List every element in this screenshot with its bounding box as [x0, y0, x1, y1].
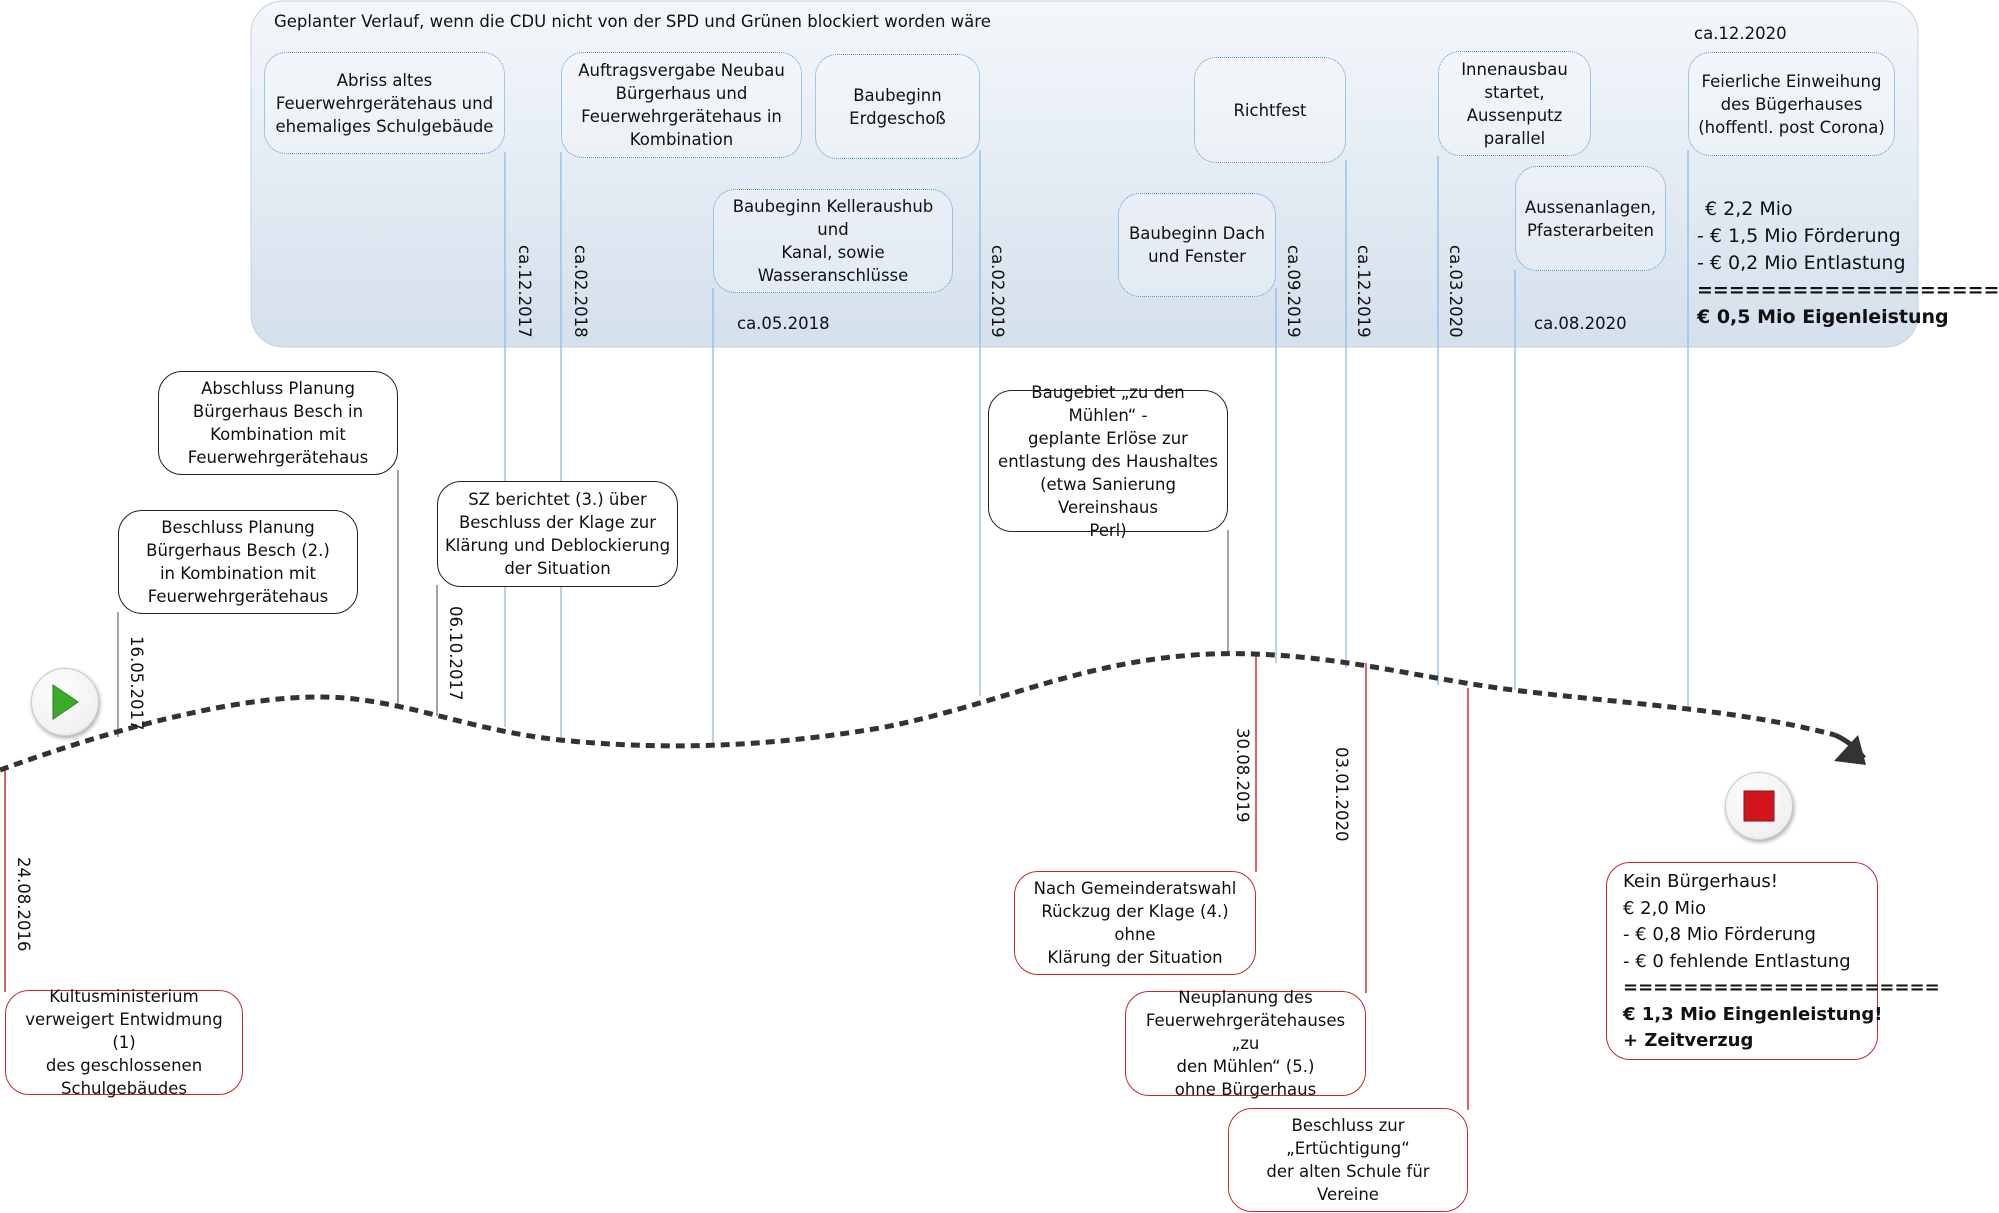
plan-summary-eigenleistung: € 0,5 Mio Eigenleistung — [1697, 306, 1949, 328]
diagram-canvas — [0, 0, 1919, 1110]
plan-date-03-2020: ca.03.2020 — [1446, 245, 1465, 338]
timeline-date-2016: 24.08.2016 — [14, 857, 33, 952]
plan-box-einweihung: Feierliche Einweihung des Bügerhauses (h… — [1688, 52, 1895, 156]
timeline-date-2019-08: 30.08.2019 — [1233, 728, 1252, 823]
event-box-beschluss-planung: Beschluss Planung Bürgerhaus Besch (2.) … — [118, 510, 358, 614]
result-eigenleistung: € 1,3 Mio Eingenleistung! — [1623, 1003, 1883, 1025]
timeline-arrow-tip — [1834, 735, 1866, 765]
plan-box-baubeginn-erdgeschoss: Baubeginn Erdgeschoß — [815, 54, 980, 159]
event-box-abschluss-planung: Abschluss Planung Bürgerhaus Besch in Ko… — [158, 371, 398, 475]
black-connectors — [117, 470, 1229, 737]
plan-date-12-2017: ca.12.2017 — [515, 245, 534, 338]
plan-date-02-2019: ca.02.2019 — [988, 245, 1007, 338]
event-box-ertuechtigung: Beschluss zur „Ertüchtigung“ der alten S… — [1228, 1108, 1468, 1212]
plan-date-05-2018: ca.05.2018 — [737, 314, 830, 333]
plan-summary-total: € 2,2 Mio — [1705, 198, 1793, 220]
plan-box-auftragsvergabe: Auftragsvergabe Neubau Bürgerhaus und Fe… — [561, 52, 802, 158]
plan-date-08-2020: ca.08.2020 — [1534, 314, 1627, 333]
plan-title: Geplanter Verlauf, wenn die CDU nicht vo… — [274, 12, 991, 31]
result-total: € 2,0 Mio — [1623, 897, 1707, 919]
result-zeitverzug: + Zeitverzug — [1623, 1030, 1754, 1051]
timeline-date-2017-05: 16.05.2017 — [127, 636, 146, 731]
plan-box-aussenanlagen: Aussenanlagen, Pfasterarbeiten — [1515, 166, 1666, 271]
event-box-kultusministerium: Kultusministerium verweigert Entwidmung … — [5, 987, 243, 1098]
event-box-rueckzug-klage: Nach Gemeinderatswahl Rückzug der Klage … — [1014, 871, 1256, 975]
plan-box-abriss: Abriss altes Feuerwehrgerätehaus und ehe… — [264, 52, 505, 154]
event-box-baugebiet-muehlen: Baugebiet „zu den Mühlen“ - geplante Erl… — [988, 383, 1228, 540]
plan-box-kelleraushub: Baubeginn Kelleraushub und Kanal, sowie … — [713, 189, 953, 293]
plan-panel — [250, 0, 1919, 348]
plan-date-12-2019: ca.12.2019 — [1354, 245, 1373, 338]
plan-summary-separator: =================== — [1697, 279, 1999, 301]
timeline-date-2017-10: 06.10.2017 — [446, 606, 465, 701]
plan-summary-entlastung: - € 0,2 Mio Entlastung — [1697, 252, 1906, 274]
result-box: Kein Bürgerhaus! € 2,0 Mio - € 0,8 Mio För… — [1606, 862, 1940, 1060]
plan-date-02-2018: ca.02.2018 — [571, 245, 590, 338]
red-connectors — [4, 656, 1469, 1110]
timeline-date-2020-01: 03.01.2020 — [1332, 747, 1351, 842]
timeline-curve — [0, 651, 1836, 773]
play-icon — [31, 668, 99, 736]
stop-icon — [1725, 772, 1793, 840]
plan-box-innenausbau: Innenausbau startet, Aussenputz parallel — [1438, 51, 1591, 156]
event-box-neuplanung: Neuplanung des Feuerwehrgerätehauses „zu… — [1125, 988, 1366, 1099]
plan-box-richtfest: Richtfest — [1194, 57, 1346, 163]
plan-date-12-2020: ca.12.2020 — [1694, 24, 1787, 43]
event-box-sz-berichtet: SZ berichtet (3.) über Beschluss der Kla… — [437, 481, 678, 587]
plan-date-09-2019: ca.09.2019 — [1284, 245, 1303, 338]
result-entlastung: - € 0 fehlende Entlastung — [1623, 950, 1851, 972]
plan-connectors — [504, 150, 1689, 745]
plan-summary-foerderung: - € 1,5 Mio Förderung — [1697, 225, 1901, 247]
result-kein-buergerhaus: Kein Bürgerhaus! — [1623, 871, 1778, 892]
plan-box-dach-fenster: Baubeginn Dach und Fenster — [1118, 193, 1276, 297]
result-foerderung: - € 0,8 Mio Förderung — [1623, 924, 1816, 945]
result-separator: ===================== — [1623, 977, 1940, 998]
plan-summary: € 2,2 Mio - € 1,5 Mio Förderung - € 0,2 Mi… — [1697, 196, 1999, 331]
